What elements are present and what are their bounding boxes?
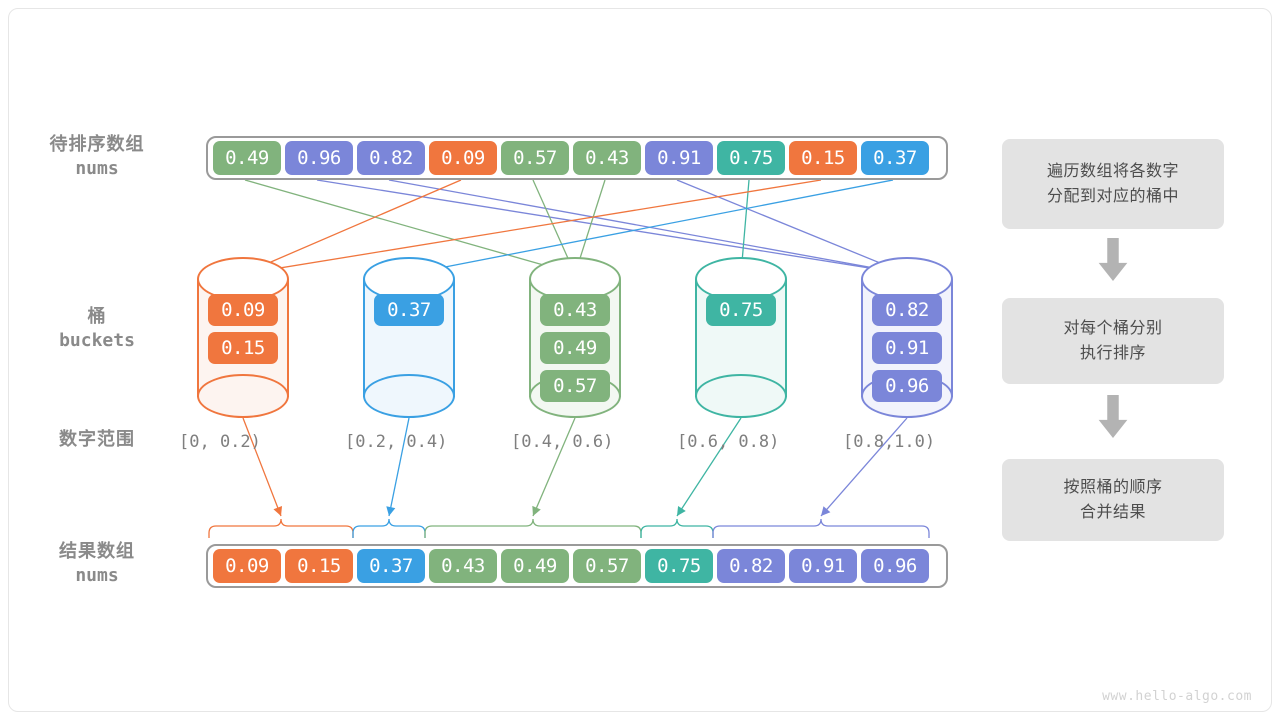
bucket-item: 0.96 [872,370,942,402]
bucket-items: 0.43 0.49 0.57 [529,294,621,402]
bucket-items: 0.09 0.15 [197,294,289,364]
flow-arrow-down-icon [1098,238,1128,282]
input-array-cell: 0.91 [645,141,713,175]
number-range-label: 数字范围 [22,428,172,452]
bucket-range-label: [0, 0.2) [179,432,261,452]
bucket-bottom-ellipse [695,374,787,418]
bucket-items: 0.37 [363,294,455,326]
result-array-cell: 0.96 [861,549,929,583]
flow-arrow-down-icon [1098,395,1128,439]
bucket-item: 0.09 [208,294,278,326]
bucket: 0.82 0.91 0.96 [861,257,953,418]
flow-step-line2: 执行排序 [1079,343,1146,362]
input-array-label: 待排序数组 nums [22,133,172,181]
bucket-items: 0.75 [695,294,787,326]
result-array-cell: 0.09 [213,549,281,583]
flow-step-line1: 对每个桶分别 [1063,318,1163,338]
canvas-border [8,8,1272,712]
input-array-cell: 0.57 [501,141,569,175]
bucket-item: 0.82 [872,294,942,326]
result-array-cell: 0.15 [285,549,353,583]
result-array-cell: 0.75 [645,549,713,583]
input-array-cell: 0.43 [573,141,641,175]
bucket-item: 0.75 [706,294,776,326]
input-array-cell: 0.75 [717,141,785,175]
bucket-top-ellipse [197,257,289,301]
flow-step-3: 按照桶的顺序合并结果 [1002,459,1224,541]
bucket-item: 0.57 [540,370,610,402]
flow-step-line2: 合并结果 [1079,502,1146,521]
flow-step-line1: 按照桶的顺序 [1063,477,1163,497]
result-array-label-en: nums [75,564,119,586]
result-array-cell: 0.82 [717,549,785,583]
bucket-cylinder: 0.37 [363,257,455,418]
bucket-range-label: [0.4, 0.6) [511,432,614,452]
flow-step-line2: 分配到对应的桶中 [1046,186,1179,205]
input-array-cell: 0.49 [213,141,281,175]
input-array-cell: 0.09 [429,141,497,175]
bucket-item: 0.15 [208,332,278,364]
bucket: 0.75 [695,257,787,418]
number-range-label-cn: 数字范围 [59,429,135,450]
bucket-cylinder: 0.09 0.15 [197,257,289,418]
bucket-item: 0.49 [540,332,610,364]
flow-step-line1: 遍历数组将各数字 [1046,161,1179,181]
bucket: 0.09 0.15 [197,257,289,418]
bucket-cylinder: 0.43 0.49 0.57 [529,257,621,418]
bucket-bottom-ellipse [363,374,455,418]
bucket-item: 0.43 [540,294,610,326]
bucket-bottom-ellipse [197,374,289,418]
input-array-cell: 0.96 [285,141,353,175]
result-array-label: 结果数组 nums [22,540,172,588]
flow-step-1: 遍历数组将各数字分配到对应的桶中 [1002,139,1224,229]
bucket-range-label: [0.6, 0.8) [677,432,780,452]
input-array-label-cn: 待排序数组 [49,134,145,155]
bucket: 0.43 0.49 0.57 [529,257,621,418]
bucket-items: 0.82 0.91 0.96 [861,294,953,402]
buckets-label: 桶 buckets [22,305,172,353]
bucket-item: 0.91 [872,332,942,364]
input-array-label-en: nums [75,157,119,179]
result-array-label-cn: 结果数组 [59,541,135,562]
result-array-cell: 0.49 [501,549,569,583]
bucket-top-ellipse [529,257,621,301]
bucket-item: 0.37 [374,294,444,326]
input-array-cell: 0.37 [861,141,929,175]
input-array-cell: 0.15 [789,141,857,175]
bucket-range-label: [0.2, 0.4) [345,432,448,452]
bucket: 0.37 [363,257,455,418]
result-array-cell: 0.37 [357,549,425,583]
bucket-range-label: [0.8,1.0) [843,432,936,452]
buckets-label-cn: 桶 [87,306,107,327]
bucket-cylinder: 0.75 [695,257,787,418]
result-array-cell: 0.43 [429,549,497,583]
bucket-cylinder: 0.82 0.91 0.96 [861,257,953,418]
flow-step-2: 对每个桶分别执行排序 [1002,298,1224,384]
input-array-cell: 0.82 [357,141,425,175]
result-array-cell: 0.91 [789,549,857,583]
result-array-cell: 0.57 [573,549,641,583]
watermark: www.hello-algo.com [1102,689,1252,704]
buckets-label-en: buckets [59,329,135,351]
